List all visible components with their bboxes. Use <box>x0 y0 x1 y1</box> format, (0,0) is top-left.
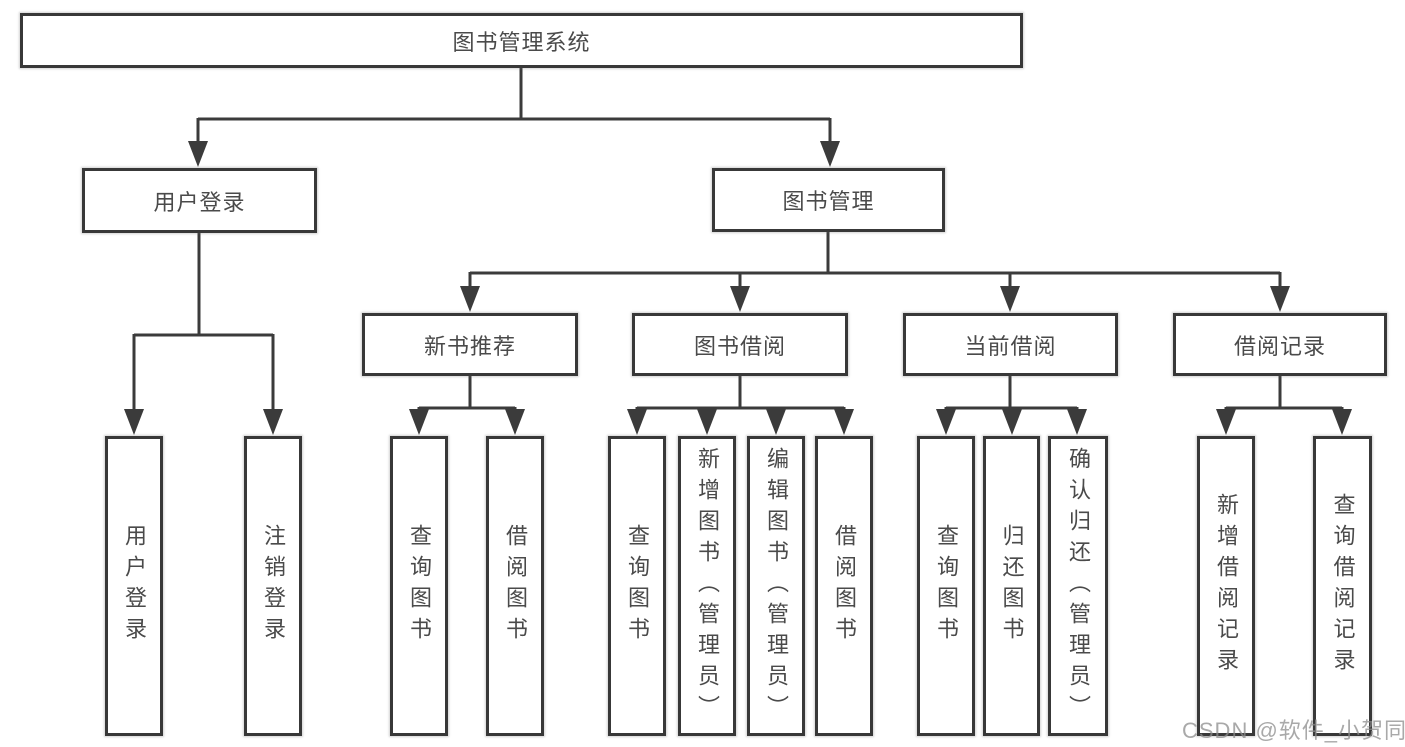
leaf-user-login-label: 用户登录 <box>122 524 147 648</box>
leaf-logout: 注销登录 <box>244 436 302 736</box>
leaf-confirm-return-admin-label: 确认归还（管理员） <box>1066 446 1091 726</box>
leaf-query-books-borrowing-label: 查询图书 <box>625 524 650 648</box>
leaf-edit-books-admin-label: 编辑图书（管理员） <box>764 446 789 726</box>
leaf-add-books-admin: 新增图书（管理员） <box>678 436 736 736</box>
node-book-borrowing: 图书借阅 <box>632 313 848 376</box>
node-user-login: 用户登录 <box>82 168 317 233</box>
leaf-query-books-current: 查询图书 <box>917 436 975 736</box>
csdn-watermark: CSDN @软件_小贺同学 <box>1182 718 1405 743</box>
leaf-borrow-books-label: 借阅图书 <box>832 524 857 648</box>
leaf-confirm-return-admin: 确认归还（管理员） <box>1048 436 1108 736</box>
leaf-query-books-borrowing: 查询图书 <box>608 436 666 736</box>
leaf-add-borrow-record-label: 新增借阅记录 <box>1214 493 1239 679</box>
node-new-book-recommendation: 新书推荐 <box>362 313 578 376</box>
leaf-borrow-books-recommend: 借阅图书 <box>486 436 544 736</box>
node-book-management: 图书管理 <box>712 168 945 232</box>
leaf-add-books-admin-label: 新增图书（管理员） <box>695 446 720 726</box>
leaf-query-borrow-record-label: 查询借阅记录 <box>1330 493 1356 679</box>
leaf-query-books-current-label: 查询图书 <box>934 524 959 648</box>
leaf-borrow-books-recommend-label: 借阅图书 <box>503 524 528 648</box>
leaf-query-books-recommend: 查询图书 <box>390 436 448 736</box>
leaf-query-books-recommend-label: 查询图书 <box>407 524 432 648</box>
node-root-system: 图书管理系统 <box>20 13 1023 68</box>
leaf-user-login: 用户登录 <box>105 436 163 736</box>
node-borrowing-records: 借阅记录 <box>1173 313 1387 376</box>
leaf-query-borrow-record: 查询借阅记录 <box>1313 436 1372 736</box>
node-current-borrowing: 当前借阅 <box>903 313 1118 376</box>
leaf-add-borrow-record: 新增借阅记录 <box>1197 436 1255 736</box>
leaf-return-books: 归还图书 <box>983 436 1040 736</box>
leaf-edit-books-admin: 编辑图书（管理员） <box>747 436 805 736</box>
leaf-borrow-books: 借阅图书 <box>815 436 873 736</box>
leaf-logout-label: 注销登录 <box>261 524 286 648</box>
leaf-return-books-label: 归还图书 <box>999 524 1025 648</box>
